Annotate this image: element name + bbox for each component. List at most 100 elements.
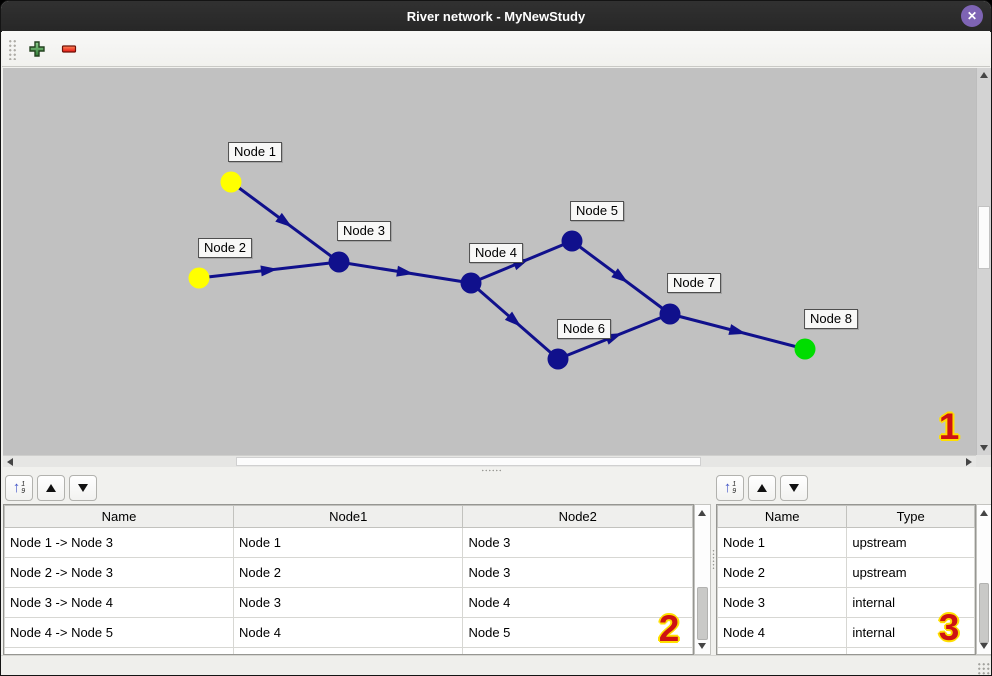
table-cell[interactable]: upstream	[846, 557, 975, 588]
table-cell[interactable]: Node 3 -> Node 4	[4, 587, 234, 618]
table-cell[interactable]: Node 4	[462, 587, 693, 618]
column-header[interactable]: Node1	[232, 505, 464, 528]
river-node[interactable]	[659, 303, 681, 325]
scroll-up-icon[interactable]	[698, 510, 706, 516]
scroll-down-icon[interactable]	[980, 445, 988, 451]
table-cell[interactable]: Node 1	[232, 527, 464, 558]
table-cell[interactable]: Node 3	[717, 587, 848, 618]
flow-direction-arrow-icon	[504, 311, 522, 327]
river-node[interactable]	[328, 251, 350, 273]
close-button[interactable]: ✕	[961, 5, 983, 27]
river-node[interactable]	[220, 171, 242, 193]
vertical-splitter[interactable]	[711, 504, 716, 655]
table-cell[interactable]: upstream	[846, 527, 975, 558]
node-label[interactable]: Node 4	[469, 243, 523, 263]
scroll-down-icon[interactable]	[980, 643, 988, 649]
flow-direction-arrow-icon	[396, 265, 414, 277]
table-cell[interactable]: Node 4	[717, 617, 848, 648]
titlebar[interactable]: River network - MyNewStudy ✕	[1, 1, 991, 32]
table-cell[interactable]: Node 4	[232, 617, 464, 648]
links-move-down-button[interactable]	[69, 475, 97, 501]
links-move-up-button[interactable]	[37, 475, 65, 501]
canvas-hscroll-thumb[interactable]	[236, 457, 701, 466]
table-cell[interactable]: Node 1 -> Node 3	[4, 527, 234, 558]
table-cell[interactable]: internal	[846, 617, 975, 648]
add-node-button[interactable]	[24, 36, 50, 62]
resize-grip-icon[interactable]	[977, 662, 990, 675]
horizontal-splitter[interactable]	[1, 467, 991, 473]
triangle-down-icon	[789, 484, 799, 492]
column-header[interactable]: Node2	[462, 505, 693, 528]
node-label[interactable]: Node 8	[804, 309, 858, 329]
table-cell[interactable]	[846, 647, 975, 654]
river-node[interactable]	[794, 338, 816, 360]
table-cell[interactable]	[462, 647, 693, 654]
node-label[interactable]: Node 5	[570, 201, 624, 221]
table-cell[interactable]	[717, 647, 848, 654]
links-scroll-thumb[interactable]	[697, 587, 708, 640]
scroll-down-icon[interactable]	[698, 643, 706, 649]
table-cell[interactable]: Node 2	[717, 557, 848, 588]
splitter-grip-icon	[481, 469, 503, 472]
canvas-vertical-scrollbar[interactable]	[976, 68, 991, 455]
scroll-up-icon[interactable]	[980, 510, 988, 516]
column-header[interactable]: Name	[717, 505, 848, 528]
table-cell[interactable]: internal	[846, 587, 975, 618]
nodes-move-down-button[interactable]	[780, 475, 808, 501]
node-label[interactable]: Node 6	[557, 319, 611, 339]
table-cell[interactable]: Node 3	[462, 557, 693, 588]
canvas-vscroll-thumb[interactable]	[978, 206, 990, 269]
table-cell[interactable]: Node 2 -> Node 3	[4, 557, 234, 588]
nodes-move-up-button[interactable]	[748, 475, 776, 501]
scroll-up-icon[interactable]	[980, 72, 988, 78]
toolbar-drag-handle[interactable]	[7, 37, 16, 60]
river-node[interactable]	[561, 230, 583, 252]
column-header[interactable]: Name	[4, 505, 234, 528]
river-node[interactable]	[460, 272, 482, 294]
table-cell[interactable]: Node 3	[462, 527, 693, 558]
network-svg	[188, 171, 816, 370]
river-node[interactable]	[188, 267, 210, 289]
table-cell[interactable]: Node 3	[232, 587, 464, 618]
table-row[interactable]	[4, 647, 693, 654]
table-row[interactable]	[717, 647, 975, 654]
main-toolbar	[2, 31, 990, 67]
table-cell[interactable]: Node 5	[462, 617, 693, 648]
table-cell[interactable]: Node 1	[717, 527, 848, 558]
nodes-scroll-thumb[interactable]	[979, 583, 989, 643]
scroll-left-icon[interactable]	[7, 458, 13, 466]
table-cell[interactable]	[4, 647, 234, 654]
canvas-horizontal-scrollbar[interactable]	[3, 455, 976, 467]
node-label[interactable]: Node 2	[198, 238, 252, 258]
nodes-table-scrollbar[interactable]	[976, 504, 991, 655]
river-node[interactable]	[547, 348, 569, 370]
table-cell[interactable]: Node 4 -> Node 5	[4, 617, 234, 648]
table-cell[interactable]: Node 2	[232, 557, 464, 588]
table-cell[interactable]	[232, 647, 464, 654]
column-header[interactable]: Type	[846, 505, 975, 528]
links-table-scrollbar[interactable]	[694, 504, 711, 655]
remove-node-button[interactable]	[56, 36, 82, 62]
node-label[interactable]: Node 3	[337, 221, 391, 241]
triangle-up-icon	[46, 484, 56, 492]
scroll-right-icon[interactable]	[966, 458, 972, 466]
node-label[interactable]: Node 1	[228, 142, 282, 162]
node-label[interactable]: Node 7	[667, 273, 721, 293]
